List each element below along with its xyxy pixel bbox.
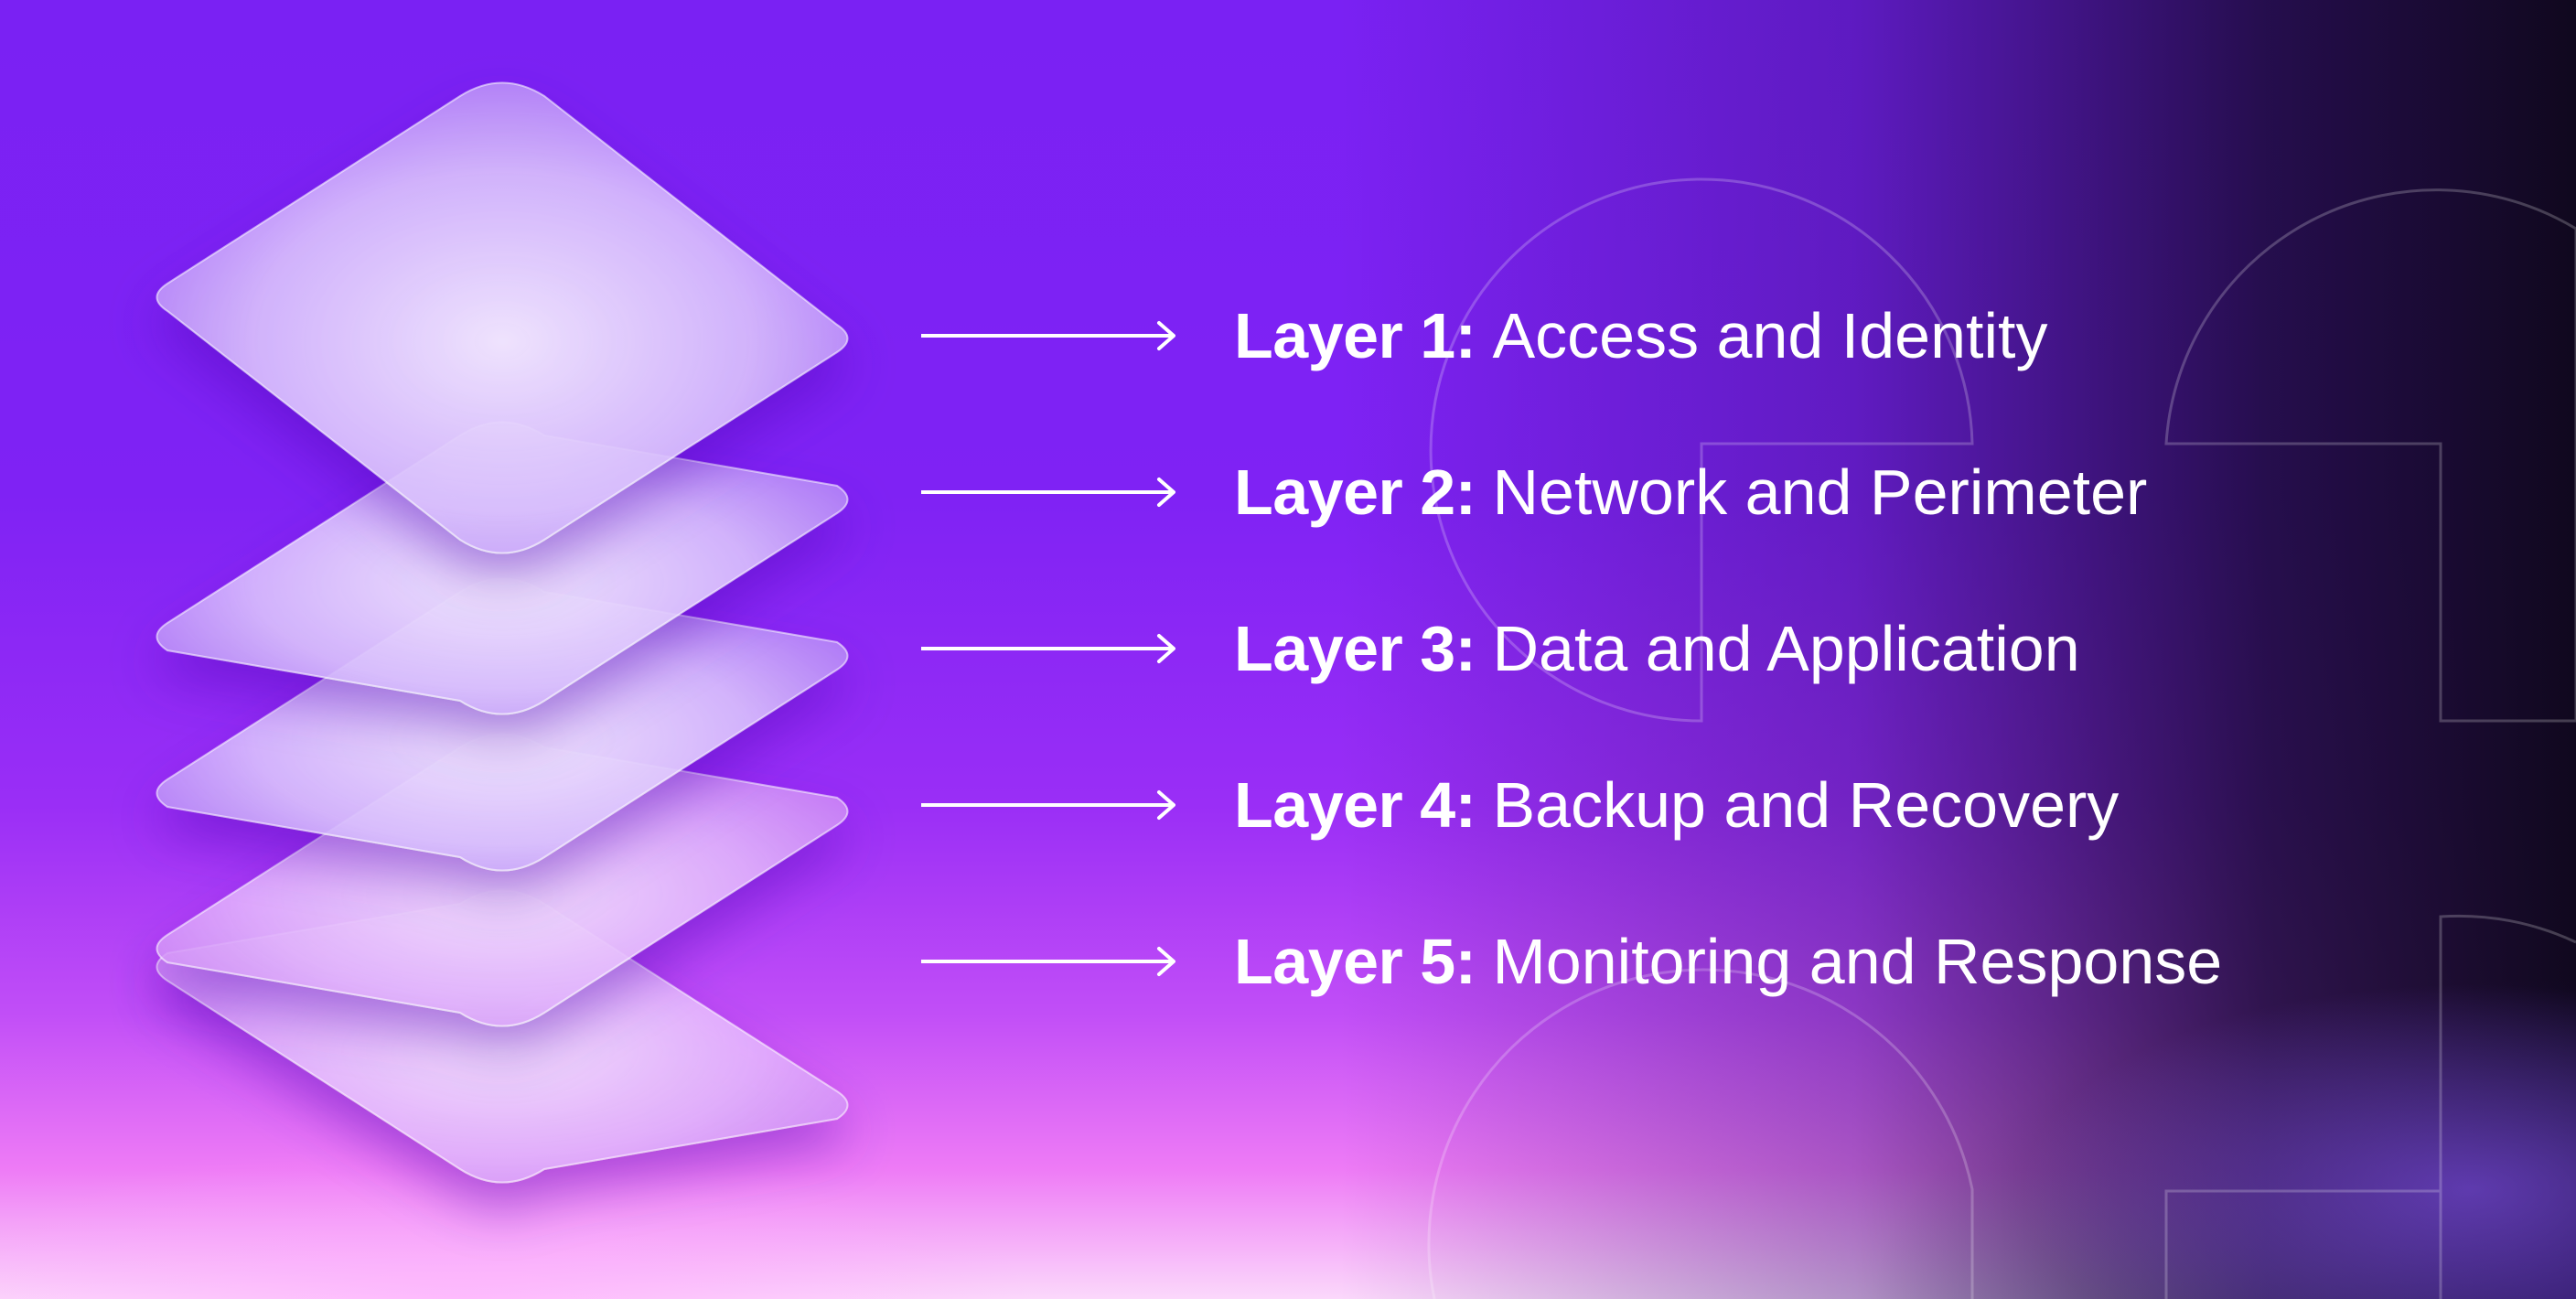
layer-label: Layer 2: — [1234, 456, 1476, 528]
layer-description: Network and Perimeter — [1492, 456, 2148, 528]
layer-description: Data and Application — [1492, 613, 2080, 684]
layer-row-4: Layer 4: Backup and Recovery — [919, 764, 2119, 846]
arrow-right-icon — [921, 321, 1175, 350]
layer-row-1: Layer 1: Access and Identity — [919, 295, 2047, 377]
layer-description: Access and Identity — [1492, 300, 2048, 371]
layer-label: Layer 5: — [1234, 926, 1476, 997]
outline-arc-bottom-right — [2164, 914, 2576, 1299]
outline-arc-bottom-left — [1427, 968, 1974, 1299]
layer-description: Monitoring and Response — [1492, 926, 2223, 997]
outline-arc-top-left — [1429, 177, 1974, 723]
layer-row-3: Layer 3: Data and Application — [919, 607, 2080, 690]
layer-stack-illustration — [156, 81, 849, 1184]
arrow-right-icon — [921, 478, 1175, 507]
layer-label: Layer 1: — [1234, 300, 1476, 371]
arrow-right-icon — [921, 790, 1175, 820]
layer-description: Backup and Recovery — [1492, 769, 2120, 841]
layer-label: Layer 4: — [1234, 769, 1476, 841]
arrow-right-icon — [921, 634, 1175, 663]
layer-label: Layer 3: — [1234, 613, 1476, 684]
arrow-right-icon — [921, 947, 1175, 976]
stack-tile-1 — [156, 81, 849, 554]
layer-row-2: Layer 2: Network and Perimeter — [919, 451, 2147, 533]
layer-row-5: Layer 5: Monitoring and Response — [919, 920, 2222, 1003]
outline-arc-top-right — [2164, 188, 2576, 723]
